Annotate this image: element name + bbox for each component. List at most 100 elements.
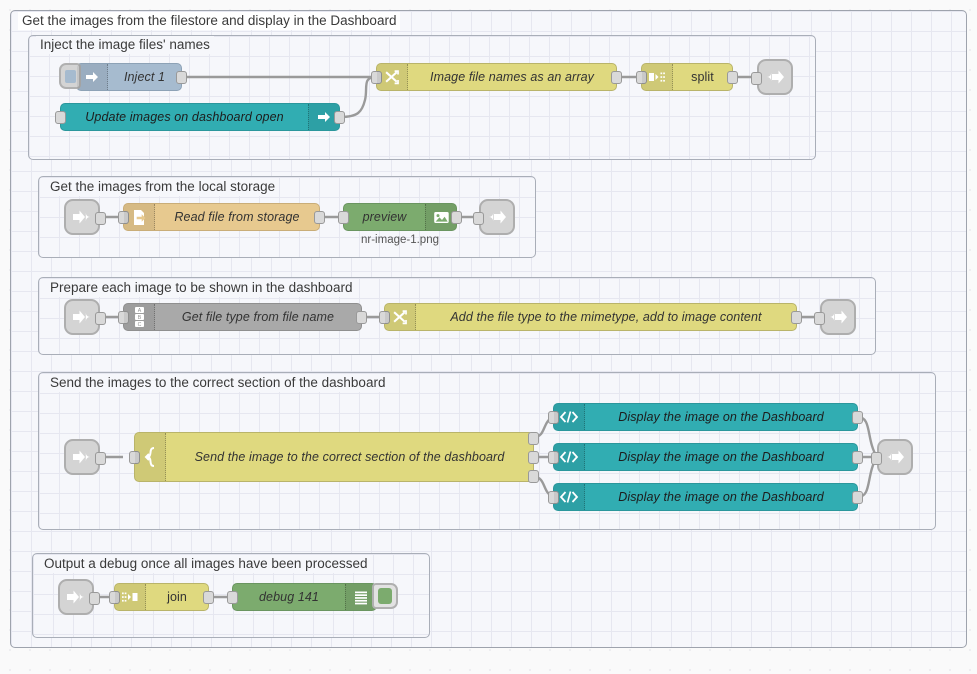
debug-lines-icon <box>345 584 376 610</box>
input-port[interactable] <box>118 211 129 224</box>
inject-trigger-button[interactable] <box>59 63 81 89</box>
output-port[interactable] <box>451 211 462 224</box>
group-prepare-label: Prepare each image to be shown in the da… <box>46 279 357 297</box>
input-port[interactable] <box>548 411 559 424</box>
node-add-mimetype[interactable]: Add the file type to the mimetype, add t… <box>379 303 802 331</box>
debug-toggle-button[interactable] <box>372 583 398 609</box>
svg-text:B: B <box>137 315 141 321</box>
node-display-image-1-label: Display the image on the Dashboard <box>618 410 824 424</box>
node-preview[interactable]: preview <box>338 203 462 231</box>
node-link-out-1[interactable] <box>751 59 793 95</box>
input-port[interactable] <box>548 491 559 504</box>
node-debug-141-label: debug 141 <box>259 590 319 604</box>
input-port[interactable] <box>129 451 140 464</box>
node-link-out-3[interactable] <box>814 299 856 335</box>
node-link-out-4[interactable] <box>871 439 913 475</box>
node-image-file-names-array[interactable]: Image file names as an array <box>371 63 622 91</box>
node-switch-send-section[interactable]: Send the image to the correct section of… <box>129 432 539 483</box>
node-link-in-4[interactable] <box>64 439 106 475</box>
output-port[interactable] <box>852 491 863 504</box>
image-preview-icon <box>425 204 456 230</box>
node-inject-1-label: Inject 1 <box>123 70 166 84</box>
input-port[interactable] <box>227 591 238 604</box>
node-update-images-label: Update images on dashboard open <box>85 110 284 124</box>
node-link-in-5[interactable] <box>58 579 100 615</box>
node-link-out-2[interactable] <box>473 199 515 235</box>
output-port[interactable] <box>852 451 863 464</box>
output-port[interactable] <box>176 71 187 84</box>
node-join-label: join <box>167 590 187 604</box>
group-inject-label: Inject the image files' names <box>36 36 214 54</box>
group-outer-label: Get the images from the filestore and di… <box>18 12 401 30</box>
input-port[interactable] <box>473 212 484 225</box>
svg-text:A: A <box>137 308 141 314</box>
split-icon <box>642 64 673 90</box>
node-link-in-3[interactable] <box>64 299 106 335</box>
change-swap-icon <box>385 304 416 330</box>
node-preview-caption: nr-image-1.png <box>361 234 439 246</box>
input-port[interactable] <box>379 311 390 324</box>
node-preview-label: preview <box>362 210 407 224</box>
input-port[interactable] <box>814 312 825 325</box>
output-port[interactable] <box>852 411 863 424</box>
code-template-icon <box>554 404 585 430</box>
node-debug-141[interactable]: debug 141 <box>227 583 398 611</box>
node-get-file-type-label: Get file type from file name <box>181 310 335 324</box>
group-send-label: Send the images to the correct section o… <box>46 374 390 392</box>
input-port[interactable] <box>118 311 129 324</box>
output-port-3[interactable] <box>528 470 539 483</box>
output-port-1[interactable] <box>528 432 539 445</box>
input-port[interactable] <box>636 71 647 84</box>
group-storage-label: Get the images from the local storage <box>46 178 280 196</box>
input-port[interactable] <box>109 591 120 604</box>
node-inject-1[interactable]: Inject 1 <box>59 63 187 91</box>
output-port[interactable] <box>727 71 738 84</box>
inject-arrow-icon <box>77 64 108 90</box>
output-port[interactable] <box>611 71 622 84</box>
node-display-image-1[interactable]: Display the image on the Dashboard <box>548 403 863 431</box>
input-port[interactable] <box>55 111 66 124</box>
code-template-icon <box>554 444 585 470</box>
input-port[interactable] <box>338 211 349 224</box>
node-display-image-2-label: Display the image on the Dashboard <box>618 450 824 464</box>
output-port[interactable] <box>89 592 100 605</box>
node-join[interactable]: join <box>109 583 214 611</box>
link-in-icon <box>67 590 84 604</box>
input-port[interactable] <box>548 451 559 464</box>
join-icon <box>115 584 146 610</box>
link-out-icon <box>887 450 904 464</box>
output-port[interactable] <box>95 312 106 325</box>
node-display-image-3[interactable]: Display the image on the Dashboard <box>548 483 863 511</box>
input-port[interactable] <box>371 71 382 84</box>
code-template-icon <box>554 484 585 510</box>
node-link-in-2[interactable] <box>64 199 106 235</box>
link-in-icon <box>73 210 90 224</box>
group-inject[interactable] <box>28 35 816 160</box>
output-port[interactable] <box>203 591 214 604</box>
input-port[interactable] <box>751 72 762 85</box>
node-get-file-type[interactable]: A B C Get file type from file name <box>118 303 367 331</box>
node-display-image-3-label: Display the image on the Dashboard <box>618 490 824 504</box>
svg-text:C: C <box>137 322 141 328</box>
output-port[interactable] <box>314 211 325 224</box>
node-update-images[interactable]: Update images on dashboard open <box>55 103 345 131</box>
node-display-image-2[interactable]: Display the image on the Dashboard <box>548 443 863 471</box>
output-port-2[interactable] <box>528 451 539 464</box>
link-out-icon <box>767 70 784 84</box>
node-image-file-names-array-label: Image file names as an array <box>430 70 594 84</box>
template-abc-icon: A B C <box>124 304 155 330</box>
output-port[interactable] <box>791 311 802 324</box>
node-split[interactable]: split <box>636 63 738 91</box>
output-port[interactable] <box>334 111 345 124</box>
output-port[interactable] <box>356 311 367 324</box>
output-port[interactable] <box>95 212 106 225</box>
node-read-file-from-storage[interactable]: Read file from storage <box>118 203 325 231</box>
group-debug-label: Output a debug once all images have been… <box>40 555 372 573</box>
output-port[interactable] <box>95 452 106 465</box>
node-read-file-label: Read file from storage <box>174 210 300 224</box>
link-out-icon <box>489 210 506 224</box>
link-out-icon <box>830 310 847 324</box>
input-port[interactable] <box>871 452 882 465</box>
node-add-mimetype-label: Add the file type to the mimetype, add t… <box>450 310 762 324</box>
